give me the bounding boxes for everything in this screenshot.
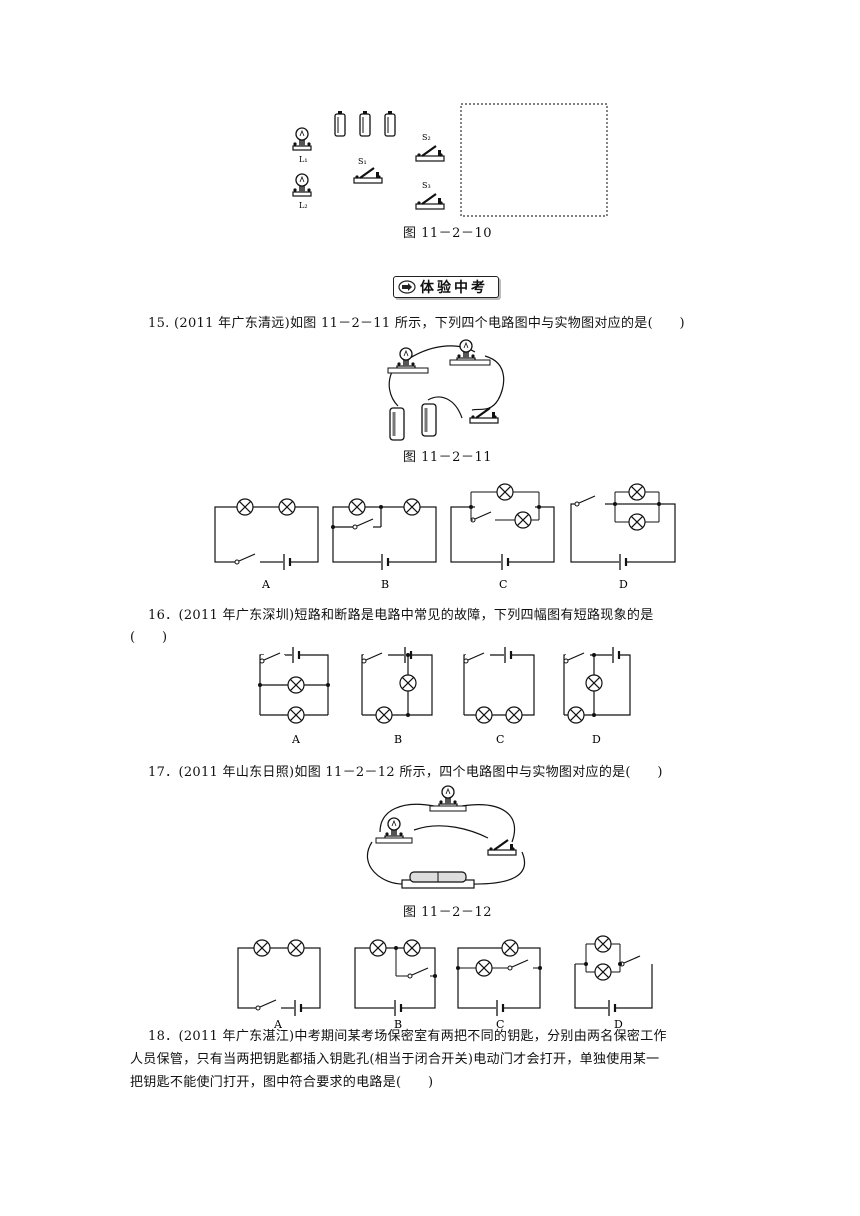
battery-icon (421, 403, 437, 437)
question-18-line1: 18．(2011 年广东湛江)中考期间某考场保密室有两把不同的钥匙，分别由两名保… (148, 1029, 667, 1044)
switch-s2-icon (414, 144, 446, 163)
question-17-text: 17．(2011 年山东日照)如图 11－2－12 所示，四个电路图中与实物图对… (148, 765, 663, 780)
q16-circuit-options: A B C D (258, 645, 631, 746)
figure-caption-11-2-10: 图 11－2－10 (403, 226, 492, 241)
option-label-b: B (394, 733, 402, 746)
option-label-a: A (261, 578, 271, 591)
circuit-option-d (563, 645, 631, 724)
option-label-a: A (291, 733, 301, 746)
question-18-line3: 把钥匙不能使门打开，图中符合要求的电路是( ) (130, 1075, 434, 1090)
option-label-c: C (496, 1018, 504, 1031)
section-badge-label: 体验中考 (420, 280, 488, 296)
question-16-text-line2: ( ) (130, 630, 168, 645)
bulb-l2-icon (292, 173, 312, 197)
circuit-option-c (450, 483, 555, 573)
circuit-option-d (570, 483, 676, 573)
question-18-line2: 人员保管，只有当两把钥匙都插入钥匙孔(相当于闭合开关)电动门才会打开，单独使用某… (130, 1052, 660, 1067)
option-label-d: D (619, 578, 628, 591)
circuit-option-a (258, 645, 330, 724)
question-15-text: 15. (2011 年广东清远)如图 11－2－11 所示，下列四个电路图中与实… (148, 316, 685, 331)
circuit-option-b (361, 645, 433, 724)
answer-box (460, 103, 608, 217)
bulb-icon (396, 347, 416, 371)
figure-11-2-10: L₁ L₂ S₁ S₂ S₃ (292, 103, 608, 217)
switch-s3-icon (414, 192, 446, 211)
switch-icon (486, 838, 518, 857)
s3-label: S₃ (422, 181, 431, 190)
circuit-option-b (354, 939, 437, 1019)
circuit-option-d (574, 935, 653, 1019)
bulb-icon (384, 817, 404, 841)
circuit-option-a (237, 939, 321, 1019)
option-label-c: C (499, 578, 507, 591)
circuit-option-a (214, 498, 319, 573)
figure-11-2-12 (366, 785, 526, 889)
figure-caption-11-2-11: 图 11－2－11 (403, 450, 492, 465)
section-badge: 体验中考 (393, 276, 499, 298)
q15-circuit-options: A B C D (214, 483, 676, 591)
question-16-text-line1: 16．(2011 年广东深圳)短路和断路是电路中常见的故障，下列四幅图有短路现象… (148, 608, 654, 623)
circuit-option-b (331, 498, 437, 573)
option-label-d: D (614, 1018, 623, 1031)
s2-label: S₂ (422, 133, 431, 142)
switch-s1-icon (352, 166, 384, 185)
battery-icon (389, 407, 405, 441)
battery-cell-icon (384, 110, 396, 137)
figure-caption-11-2-12: 图 11－2－12 (403, 905, 492, 920)
l1-label: L₁ (299, 155, 308, 164)
option-label-b: B (381, 578, 389, 591)
circuit-option-c (463, 645, 535, 724)
circuit-option-c (456, 939, 542, 1019)
option-label-a: A (273, 1018, 283, 1031)
option-label-c: C (496, 733, 504, 746)
bulb-icon (438, 785, 458, 809)
option-label-b: B (394, 1018, 402, 1031)
s1-label: S₁ (358, 157, 367, 166)
arrow-right-icon (398, 280, 416, 294)
bulb-l1-icon (292, 127, 312, 151)
l2-label: L₂ (299, 201, 308, 210)
option-label-d: D (592, 733, 601, 746)
battery-cell-icon (334, 110, 346, 137)
switch-icon (468, 406, 500, 425)
q17-circuit-options: A B C D (237, 935, 653, 1031)
battery-cell-icon (359, 110, 371, 137)
figure-11-2-11 (387, 339, 505, 441)
